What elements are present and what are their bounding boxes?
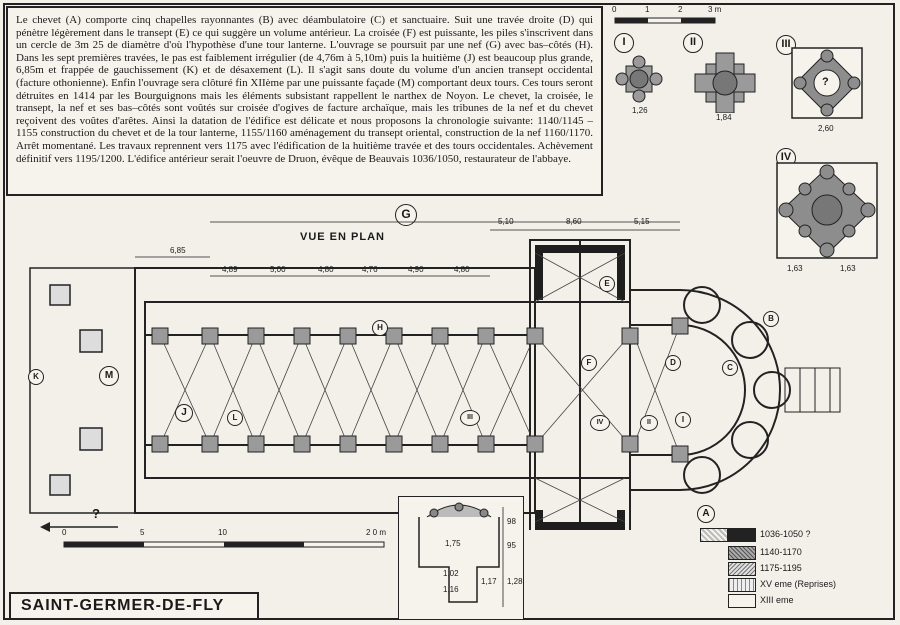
legend-swatch-1175 <box>728 562 756 576</box>
description-box: Le chevet (A) comporte cinq chapelles ra… <box>6 6 603 196</box>
bay-dim-3: 5,00 <box>270 265 286 274</box>
plan-label-k: K <box>28 369 44 385</box>
legend-row-xv: XV eme (Reprises) <box>688 578 893 592</box>
legend-swatch-xv <box>728 578 756 592</box>
scale-bottom-tick-0: 0 <box>62 528 67 537</box>
legend-row-1140: 1140-1170 <box>688 546 893 560</box>
pier-figure-iv-dim-left: 1,63 <box>787 264 803 273</box>
legend-row-1036: 1036-1050 ? <box>688 528 893 542</box>
pier-figure-label-i: I <box>614 33 634 53</box>
detail-dim-5: 95 <box>507 541 516 550</box>
detail-dim-7: 1,28 <box>507 577 523 586</box>
description-text: Le chevet (A) comporte cinq chapelles ra… <box>16 14 593 165</box>
period-legend: 1036-1050 ? 1140-1170 1175-1195 XV eme (… <box>688 520 893 618</box>
west-arrow-icon <box>40 522 118 532</box>
bay-dim-6: 4,90 <box>408 265 424 274</box>
legend-row-1175: 1175-1195 <box>688 562 893 576</box>
bay-dim-4: 4,80 <box>318 265 334 274</box>
pier-figure-iv-dim-right: 1,63 <box>840 264 856 273</box>
scale-bottom-tick-1: 5 <box>140 528 145 537</box>
legend-swatch-1140 <box>728 546 756 560</box>
scale-bar-top: 0 1 2 3 m <box>612 5 722 30</box>
bay-dim-2: 4,89 <box>222 265 238 274</box>
plan-label-c: C <box>722 360 738 376</box>
detail-dim-6: 1,17 <box>481 577 497 586</box>
pier-figure-i <box>615 55 663 103</box>
scale-top-tick-2: 2 <box>678 5 683 14</box>
pier-figure-i-dim: 1,26 <box>632 106 648 115</box>
pier-figure-iv <box>776 162 878 259</box>
pier-figure-label-iii: III <box>776 35 796 55</box>
plan-pier-iii: III <box>460 410 480 426</box>
legend-label-xiii: XIII eme <box>760 595 794 605</box>
plan-pier-ii: II <box>640 415 658 431</box>
legend-swatch-1036 <box>728 528 756 542</box>
legend-row-xiii: XIII eme <box>688 594 893 608</box>
bay-dim-8: 5,10 <box>498 217 514 226</box>
plan-label-d: D <box>665 355 681 371</box>
pier-figure-ii-dim: 1,84 <box>716 113 732 122</box>
pier-figure-iii <box>791 47 863 119</box>
pier-figure-iii-dim: 2,60 <box>818 124 834 133</box>
detail-drawing <box>418 502 504 607</box>
church-plan <box>29 221 841 530</box>
plan-title: VUE EN PLAN <box>300 231 385 243</box>
scale-bottom-tick-2: 10 <box>218 528 227 537</box>
plan-label-e: E <box>599 276 615 292</box>
detail-dim-1: 1,75 <box>445 539 461 548</box>
site-name: SAINT-GERMER-DE-FLY <box>9 592 259 620</box>
legend-label-1140: 1140-1170 <box>760 547 802 557</box>
detail-dim-3: 1,16 <box>443 585 459 594</box>
scale-bar-bottom-graphic <box>63 541 385 548</box>
plan-pier-i: I <box>675 412 691 428</box>
bay-dim-7: 4,80 <box>454 265 470 274</box>
bay-dim-1: 6,85 <box>170 246 186 255</box>
legend-label-xv: XV eme (Reprises) <box>760 579 837 589</box>
bay-dim-9: 8,60 <box>566 217 582 226</box>
west-arrow-mark: ? <box>92 506 100 521</box>
plan-label-f: F <box>581 355 597 371</box>
bay-dim-5: 4,76 <box>362 265 378 274</box>
plan-label-a: A <box>697 505 715 523</box>
legend-label-1036: 1036-1050 ? <box>760 529 811 539</box>
detail-inset: 1,75 1,02 1,16 98 95 1,17 1,28 <box>398 496 524 620</box>
plan-label-l: L <box>227 410 243 426</box>
legend-swatch-xiii <box>728 594 756 608</box>
plan-label-j: J <box>175 404 193 422</box>
legend-swatch-1036-hatched <box>700 528 728 542</box>
pier-figure-label-ii: II <box>683 33 703 53</box>
scale-bar-top-graphic <box>614 17 716 24</box>
plan-label-b: B <box>763 311 779 327</box>
bay-dim-10: 5,15 <box>634 217 650 226</box>
plan-label-h: H <box>372 320 388 336</box>
detail-dim-2: 1,02 <box>443 569 459 578</box>
plan-label-m: M <box>99 366 119 386</box>
scale-top-tick-0: 0 <box>612 5 617 14</box>
nave-label: G <box>395 204 417 226</box>
scale-top-tick-1: 1 <box>645 5 650 14</box>
detail-dim-4: 98 <box>507 517 516 526</box>
plan-pier-iv: IV <box>590 415 610 431</box>
legend-label-1175: 1175-1195 <box>760 563 802 573</box>
pier-figure-iii-mark: ? <box>822 76 829 88</box>
scale-bottom-tick-3: 2 0 m <box>366 528 387 537</box>
pier-figure-ii <box>694 52 756 113</box>
scale-top-tick-3: 3 m <box>708 5 722 14</box>
